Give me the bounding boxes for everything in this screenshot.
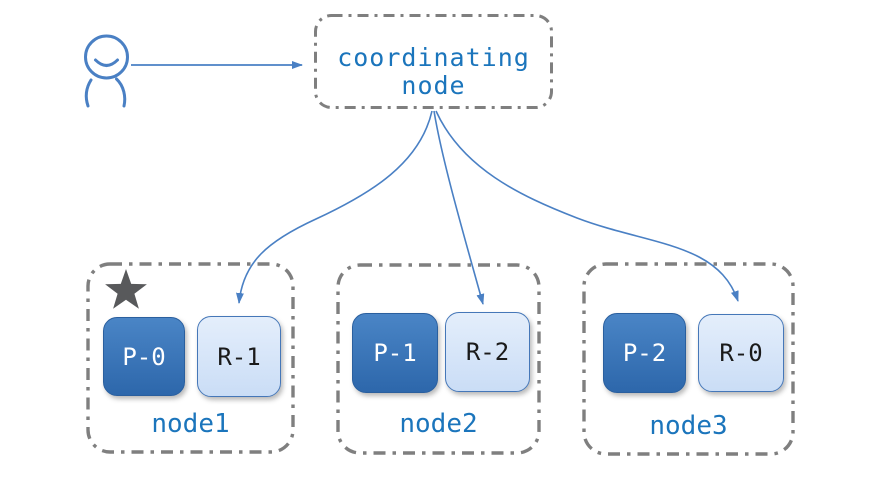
node3-label: node3 [649,411,728,441]
person-icon [84,34,129,108]
coordinating-node-label: coordinating node [337,43,530,100]
person-body-right [115,77,127,108]
node2-box [336,263,541,455]
shard-label: R-0 [719,339,763,367]
shard-replica-0: R-0 [698,314,784,392]
shard-replica-2: R-2 [445,312,530,392]
arrow-coordinator-to-node1 [235,110,433,304]
shard-label: R-2 [465,338,510,366]
shard-label: R-1 [217,342,261,371]
shard-label: P-1 [373,339,417,367]
arrow-coordinator-to-node2 [433,110,485,305]
person-body-left [84,78,93,108]
node3-box [582,262,795,456]
node1-box [86,262,295,454]
shard-primary-1: P-1 [352,313,438,393]
shard-primary-2: P-2 [603,313,686,393]
arrow-coordinator-to-node3 [435,110,739,302]
shard-primary-0: P-0 [103,317,185,396]
person-smile [94,58,119,67]
shard-label: P-0 [122,342,166,371]
coordinating-node-box [314,14,553,109]
node1-label: node1 [151,409,230,439]
master-star-icon [105,269,147,309]
shard-replica-1: R-1 [197,316,281,397]
node2-label: node2 [399,409,478,439]
person-head [84,34,129,80]
shard-label: P-2 [622,339,667,367]
